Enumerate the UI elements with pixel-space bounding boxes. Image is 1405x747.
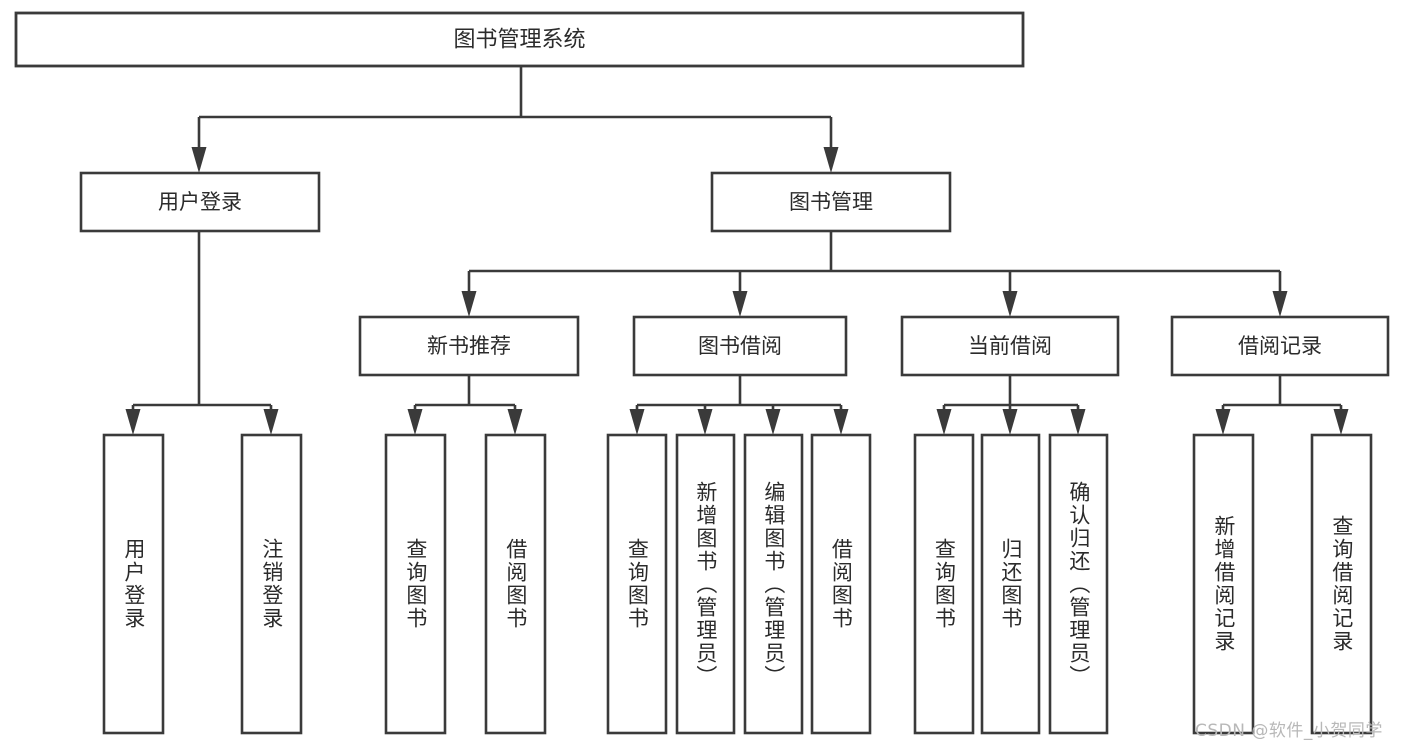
leaf-arrow-icon-1-0 <box>407 409 423 435</box>
leaf-leaf-borrow-book-node[interactable] <box>810 433 872 735</box>
leaf-leaf-edit-book-node[interactable] <box>743 433 804 735</box>
level3-new-book-recommend-node[interactable]: 新书推荐 <box>358 315 580 377</box>
leaf-leaf-add-borrow-record-box[interactable] <box>1192 433 1255 735</box>
leaf-leaf-query-borrow-record-node[interactable] <box>1310 433 1373 735</box>
leaf-leaf-borrow-book-rec-box[interactable] <box>484 433 547 735</box>
leaf-leaf-query-book-borrow-box[interactable] <box>606 433 668 735</box>
level2-user-login-box[interactable] <box>79 171 321 233</box>
level3-book-borrow-label: 图书借阅 <box>698 334 782 358</box>
leaf-leaf-return-book-node[interactable] <box>980 433 1041 735</box>
leaf-leaf-borrow-book-box[interactable] <box>810 433 872 735</box>
level3-current-borrow-label: 当前借阅 <box>968 334 1052 358</box>
level3-current-borrow-node[interactable]: 当前借阅 <box>900 315 1120 377</box>
leaf-arrow-icon-3-2 <box>1070 409 1086 435</box>
level3-new-book-recommend-box[interactable] <box>358 315 580 377</box>
level3-arrow-icon-3 <box>1272 291 1288 317</box>
leaf-arrow-icon-4-1 <box>1333 409 1349 435</box>
leaf-arrow-icon-3-0 <box>936 409 952 435</box>
leaf-leaf-query-book-rec-box[interactable] <box>384 433 447 735</box>
level3-book-borrow-node[interactable]: 图书借阅 <box>632 315 848 377</box>
leaf-leaf-confirm-return-box[interactable] <box>1048 433 1109 735</box>
leaf-leaf-query-borrow-record-box[interactable] <box>1310 433 1373 735</box>
root-root-box[interactable] <box>14 11 1025 68</box>
leaf-arrow-icon-2-1 <box>697 409 713 435</box>
leaf-leaf-logout-box[interactable] <box>240 433 303 735</box>
leaf-leaf-add-borrow-record-node[interactable] <box>1192 433 1255 735</box>
level2-book-manage-label: 图书管理 <box>789 190 873 214</box>
leaf-arrow-icon-0-0 <box>125 409 141 435</box>
connectors-layer <box>125 66 1349 435</box>
leaf-leaf-user-login-box[interactable] <box>102 433 165 735</box>
leaf-arrow-icon-4-0 <box>1215 409 1231 435</box>
level3-borrow-record-node[interactable]: 借阅记录 <box>1170 315 1390 377</box>
level3-current-borrow-box[interactable] <box>900 315 1120 377</box>
leaf-leaf-logout-node[interactable] <box>240 433 303 735</box>
leaf-leaf-query-book-cur-box[interactable] <box>913 433 975 735</box>
level2-arrow-icon-1 <box>823 147 839 173</box>
leaf-arrow-icon-2-3 <box>833 409 849 435</box>
level3-borrow-record-label: 借阅记录 <box>1238 334 1322 358</box>
level2-arrow-icon-0 <box>191 147 207 173</box>
level3-new-book-recommend-label: 新书推荐 <box>427 334 511 358</box>
level2-book-manage-box[interactable] <box>710 171 952 233</box>
leaf-arrow-icon-2-2 <box>765 409 781 435</box>
root-root-label: 图书管理系统 <box>453 28 585 53</box>
level2-user-login-label: 用户登录 <box>158 190 242 214</box>
leaf-leaf-confirm-return-node[interactable] <box>1048 433 1109 735</box>
leaf-arrow-icon-0-1 <box>263 409 279 435</box>
leaf-leaf-edit-book-box[interactable] <box>743 433 804 735</box>
level2-book-manage-node[interactable]: 图书管理 <box>710 171 952 233</box>
level3-arrow-icon-0 <box>461 291 477 317</box>
leaf-leaf-user-login-node[interactable] <box>102 433 165 735</box>
level3-arrow-icon-2 <box>1002 291 1018 317</box>
level3-arrow-icon-1 <box>732 291 748 317</box>
root-root-node[interactable]: 图书管理系统 <box>14 11 1025 68</box>
level3-borrow-record-box[interactable] <box>1170 315 1390 377</box>
leaf-leaf-add-book-box[interactable] <box>675 433 736 735</box>
leaf-leaf-query-book-borrow-node[interactable] <box>606 433 668 735</box>
level3-book-borrow-box[interactable] <box>632 315 848 377</box>
leaf-leaf-query-book-cur-node[interactable] <box>913 433 975 735</box>
level2-user-login-node[interactable]: 用户登录 <box>79 171 321 233</box>
leaf-arrow-icon-3-1 <box>1002 409 1018 435</box>
leaf-leaf-add-book-node[interactable] <box>675 433 736 735</box>
leaf-leaf-return-book-box[interactable] <box>980 433 1041 735</box>
leaf-leaf-borrow-book-rec-node[interactable] <box>484 433 547 735</box>
leaf-arrow-icon-2-0 <box>629 409 645 435</box>
leaf-arrow-icon-1-1 <box>507 409 523 435</box>
leaf-leaf-query-book-rec-node[interactable] <box>384 433 447 735</box>
